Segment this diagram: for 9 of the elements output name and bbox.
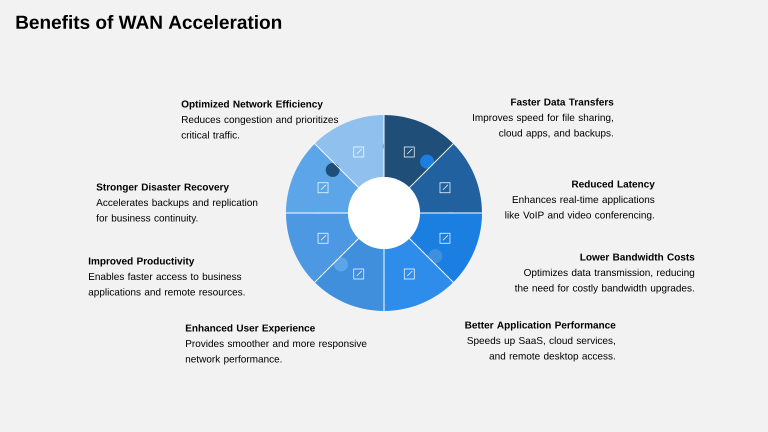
benefit-text: Enhanced User Experience Provides smoother and more responsive network performance.	[186, 324, 366, 365]
benefit-text: Reduced Latency Enhances real-time applications like VoIP and video conferencing.	[505, 180, 655, 221]
title: Benefits of WAN Acceleration	[16, 15, 282, 29]
benefit-text: Better Application Performance Speeds up SaaS, cloud services, and remote desktop access.	[465, 321, 616, 362]
benefit-text: Lower Bandwidth Costs Optimizes data transmission, reducing the need for costly bandwidth upgrades.	[514, 253, 694, 294]
benefit-text: Stronger Disaster Recovery Accelerates backups and replication for business continuity.	[96, 183, 258, 224]
benefit-text: Faster Data Transfers Improves speed for file sharing, cloud apps, and backups.	[473, 98, 614, 139]
benefit-text: Optimized Network Efficiency Reduces congestion and prioritizes critical traffic.	[182, 100, 338, 139]
benefit-text: Improved Productivity Enables faster access to business applications and remote resources.	[88, 257, 245, 298]
